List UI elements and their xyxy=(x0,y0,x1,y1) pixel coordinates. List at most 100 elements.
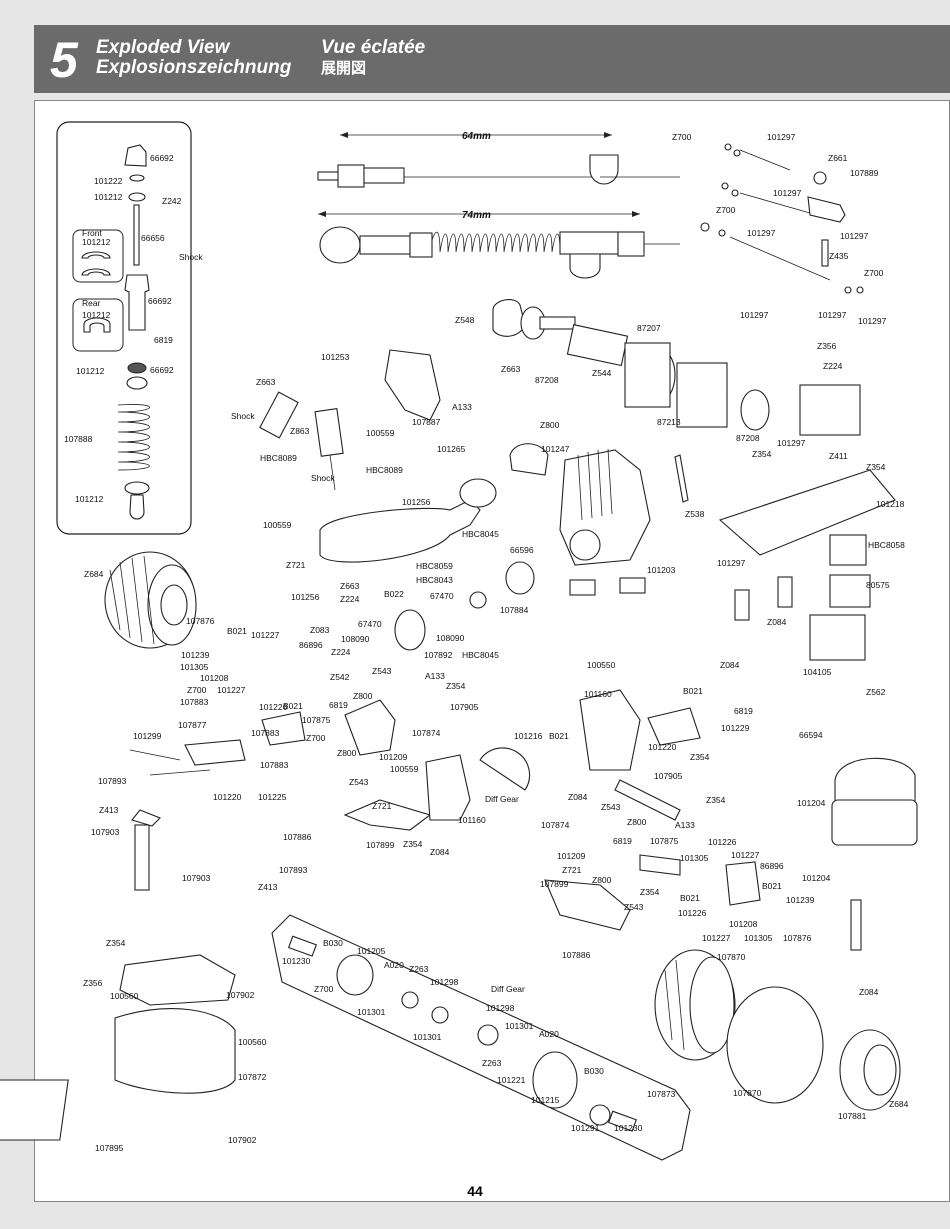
part-number-label: 101220 xyxy=(213,792,242,802)
part-number-label: Z242 xyxy=(162,196,182,206)
part-number-label: 101208 xyxy=(200,673,229,683)
part-number-label: 101291 xyxy=(571,1123,600,1133)
part-number-label: 101227 xyxy=(251,630,280,640)
throttle-linkage xyxy=(700,143,864,294)
part-number-label: 101298 xyxy=(486,1003,515,1013)
rear-right-wheel xyxy=(654,949,901,1111)
part-number-label: 101212 xyxy=(76,366,105,376)
part-number-label: A133 xyxy=(452,402,472,412)
part-number-label: Z224 xyxy=(340,594,360,604)
part-number-label: 107874 xyxy=(412,728,441,738)
page-number: 44 xyxy=(467,1183,483,1199)
part-number-label: A020 xyxy=(539,1029,559,1039)
part-number-label: 101305 xyxy=(744,933,773,943)
part-number-label: Z700 xyxy=(314,984,334,994)
front-suspension xyxy=(129,699,471,891)
part-number-label: Z543 xyxy=(372,666,392,676)
part-number-label: 101305 xyxy=(180,662,209,672)
part-number-label: 67470 xyxy=(358,619,382,629)
part-number-label: 107870 xyxy=(717,952,746,962)
part-number-label: 107876 xyxy=(783,933,812,943)
part-number-label: 101226 xyxy=(678,908,707,918)
part-number-label: A133 xyxy=(425,671,445,681)
part-number-label: Z435 xyxy=(829,251,849,261)
part-number-label: 107883 xyxy=(260,760,289,770)
linkage-labels: Z700 101297 Z661 107889 101297 Z700 1012… xyxy=(672,132,887,326)
part-number-label: 107905 xyxy=(654,771,683,781)
part-number-label: Z562 xyxy=(866,687,886,697)
part-number-label: HBC8059 xyxy=(416,561,453,571)
part-number-label: Front xyxy=(82,228,102,238)
part-number-label: 87208 xyxy=(535,375,559,385)
part-number-label: 107899 xyxy=(366,840,395,850)
part-number-label: Z661 xyxy=(828,153,848,163)
part-number-label: Z721 xyxy=(372,801,392,811)
part-number-label: 101299 xyxy=(133,731,162,741)
part-number-label: 66692 xyxy=(148,296,172,306)
part-number-label: Z544 xyxy=(592,368,612,378)
part-number-label: 107875 xyxy=(650,836,679,846)
part-number-label: 66692 xyxy=(150,365,174,375)
part-number-label: HBC8058 xyxy=(868,540,905,550)
part-number-label: Z700 xyxy=(716,205,736,215)
fuel-tank xyxy=(831,757,918,951)
part-number-label: A020 xyxy=(384,960,404,970)
part-number-label: 66594 xyxy=(799,730,823,740)
part-number-label: 87213 xyxy=(657,417,681,427)
part-number-label: 100560 xyxy=(238,1037,267,1047)
part-number-label: 107881 xyxy=(838,1111,867,1121)
part-number-label: Z354 xyxy=(866,462,886,472)
part-number-label: 100560 xyxy=(110,991,139,1001)
part-number-label: 101253 xyxy=(321,352,350,362)
part-number-label: 101209 xyxy=(557,851,586,861)
part-number-label: 101301 xyxy=(357,1007,386,1017)
part-number-label: Rear xyxy=(82,298,101,308)
part-number-label: 86896 xyxy=(299,640,323,650)
part-number-label: Z542 xyxy=(330,672,350,682)
part-number-label: 66692 xyxy=(150,153,174,163)
part-number-label: 87207 xyxy=(637,323,661,333)
part-number-label: Z543 xyxy=(349,777,369,787)
part-number-label: Z700 xyxy=(672,132,692,142)
part-number-label: Z684 xyxy=(889,1099,909,1109)
part-number-label: 101221 xyxy=(497,1075,526,1085)
part-number-label: Z663 xyxy=(340,581,360,591)
part-number-label: 101227 xyxy=(217,685,246,695)
part-number-label: Z663 xyxy=(256,377,276,387)
part-number-label: 107875 xyxy=(302,715,331,725)
rear-right-labels: 101160 B021 6819 101229 101216 B021 1012… xyxy=(514,686,815,960)
part-number-label: Z354 xyxy=(690,752,710,762)
part-number-label: 101298 xyxy=(430,977,459,987)
part-number-label: Z548 xyxy=(455,315,475,325)
part-number-label: HBC8045 xyxy=(462,529,499,539)
part-number-label: Z411 xyxy=(829,451,848,461)
part-number-label: 101225 xyxy=(258,792,287,802)
part-number-label: 107887 xyxy=(412,417,441,427)
part-number-label: 100559 xyxy=(263,520,292,530)
front-bumper-labels: 107903 107893 Z413 Z354 Z356 100560 1079… xyxy=(83,865,308,1153)
part-number-label: 107874 xyxy=(541,820,570,830)
part-number-label: 107892 xyxy=(424,650,453,660)
part-number-label: 107899 xyxy=(540,879,569,889)
part-number-label: 100559 xyxy=(366,428,395,438)
part-number-label: 107888 xyxy=(64,434,93,444)
title-french: Vue éclatée xyxy=(321,37,426,58)
part-number-label: Shock xyxy=(231,411,255,421)
rear-suspension xyxy=(479,689,761,931)
part-number-label: 104105 xyxy=(803,667,832,677)
part-number-label: 101160 xyxy=(458,815,486,825)
part-number-label: Z354 xyxy=(446,681,466,691)
part-number-label: Z800 xyxy=(540,420,560,430)
part-number-label: 101297 xyxy=(777,438,806,448)
part-number-label: 101212 xyxy=(75,494,104,504)
part-number-label: B030 xyxy=(584,1066,604,1076)
part-number-label: Z800 xyxy=(627,817,647,827)
servo-chassis xyxy=(718,384,896,661)
section-number: 5 xyxy=(50,32,78,88)
part-number-label: 101239 xyxy=(786,895,815,905)
part-number-label: 101297 xyxy=(818,310,847,320)
section-header: 5 Exploded View Explosionszeichnung Vue … xyxy=(34,25,950,93)
part-number-label: Z084 xyxy=(430,847,450,857)
part-number-label: 107889 xyxy=(850,168,879,178)
